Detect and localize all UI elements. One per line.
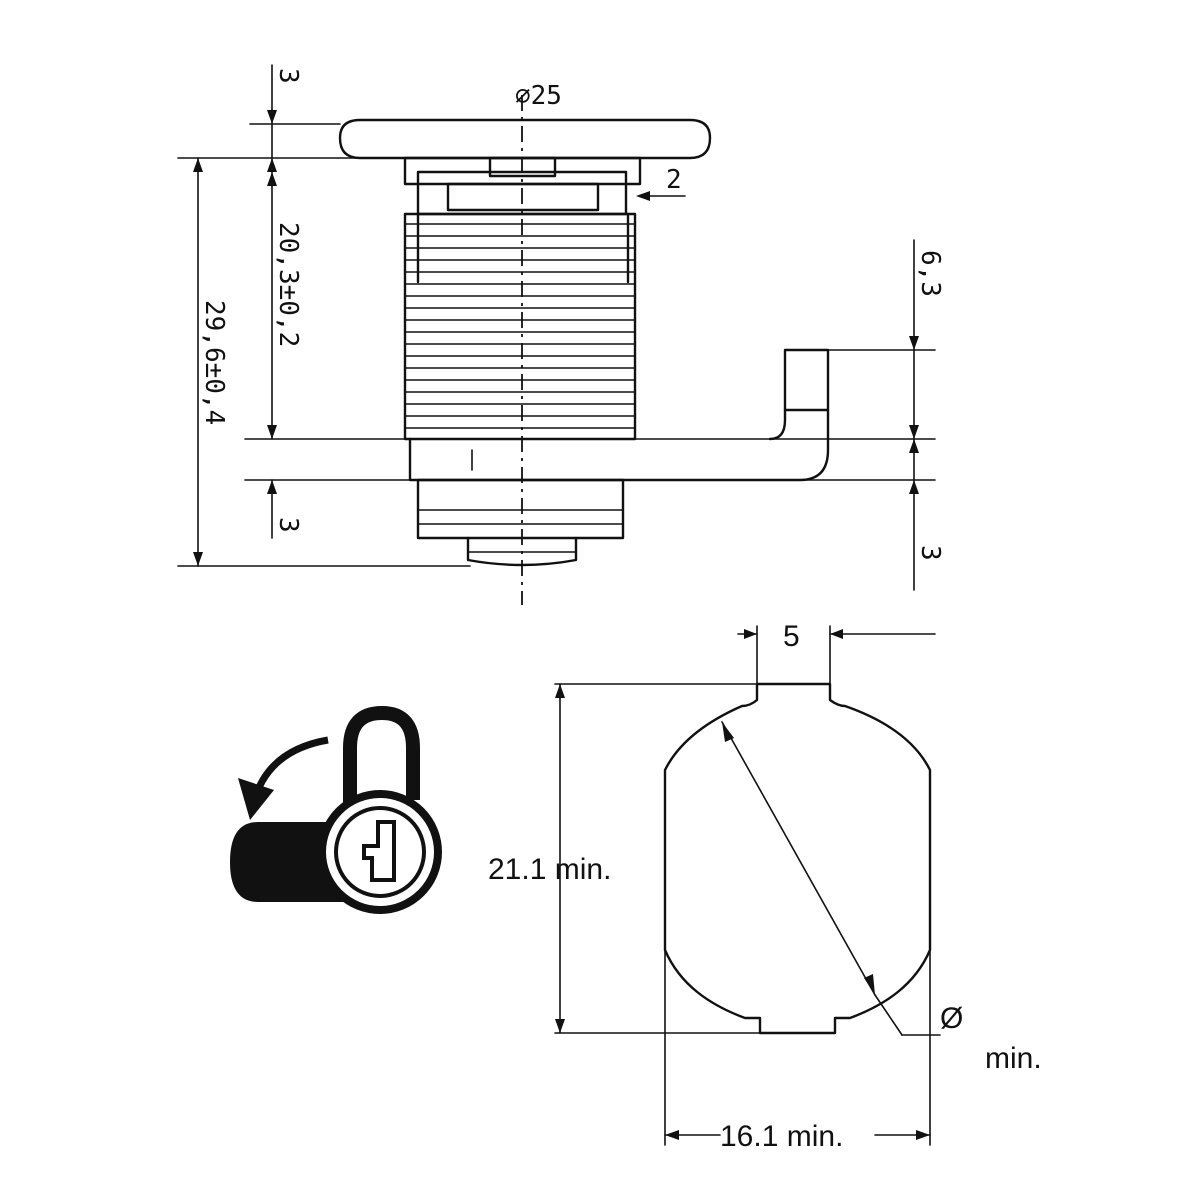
slot xyxy=(446,182,600,212)
shackle xyxy=(343,705,420,812)
neck-tab xyxy=(488,156,557,178)
cam-height-label: 6,3 xyxy=(915,250,945,297)
keyhole-icon xyxy=(362,820,396,882)
key-plug xyxy=(466,536,578,567)
overall-length-label: 29,6±0,4 xyxy=(199,300,229,425)
cam-thickness-label: 3 xyxy=(915,545,945,561)
body-length-label: 20,3±0,2 xyxy=(273,222,303,347)
side-view: ∅25 3 2 20,3±0,2 29,6±0,4 3 6,3 3 xyxy=(177,64,945,605)
thread-lines xyxy=(404,223,636,429)
top-cap-thickness-label: 3 xyxy=(273,68,303,84)
cutout-width-label: 16.1 min. xyxy=(720,1120,843,1153)
rotation-lock-icon xyxy=(230,705,442,914)
cap-head xyxy=(338,118,712,160)
cutout-height-label: 21.1 min. xyxy=(488,853,611,886)
lower-nut xyxy=(416,478,625,540)
gap-label: 2 xyxy=(666,165,682,195)
diameter-symbol-label: Ø xyxy=(940,1002,963,1035)
diameter-line xyxy=(721,721,876,996)
rotation-arrow-icon xyxy=(238,778,274,820)
diameter-min-label: min. xyxy=(985,1042,1042,1075)
lower-thickness-label: 3 xyxy=(273,517,303,533)
flat-width-label: 5 xyxy=(783,620,800,653)
cutout-outline xyxy=(663,682,932,1035)
cap-diameter-label: ∅25 xyxy=(515,81,562,111)
cutout-view: 5 21.1 min. 16.1 min. Ø min. xyxy=(488,620,1042,1153)
lock-body-dark xyxy=(230,822,345,902)
